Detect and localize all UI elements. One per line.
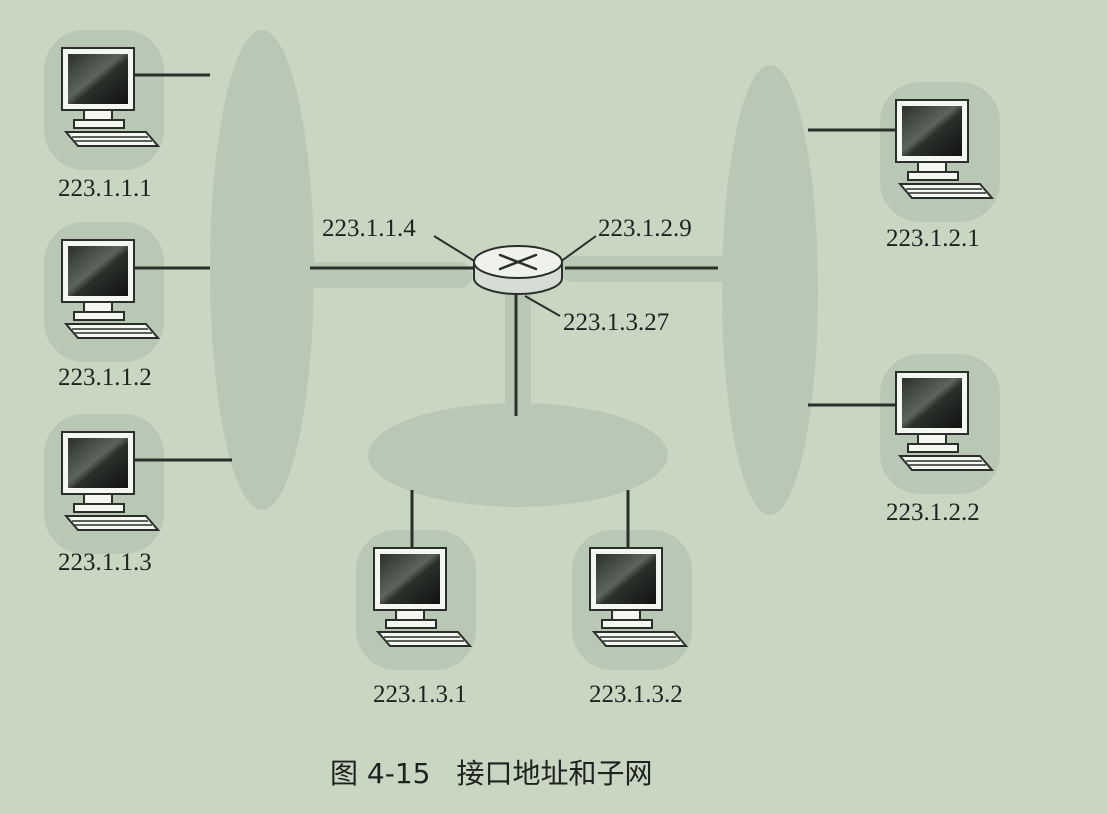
host-label-6: 223.1.3.1 [373, 681, 467, 708]
router-interface-label-2: 223.1.2.9 [598, 215, 692, 242]
figure-caption: 图 4-15 接口地址和子网 [330, 752, 678, 792]
router-interface-label-1: 223.1.1.4 [322, 215, 416, 242]
host-label-3: 223.1.1.3 [58, 549, 152, 576]
subnet-3-region [368, 280, 668, 507]
host-label-1: 223.1.1.1 [58, 175, 152, 202]
host-label-5: 223.1.2.2 [886, 499, 980, 526]
leader-if1 [433, 235, 477, 263]
links [130, 73, 895, 560]
host-label-7: 223.1.3.2 [589, 681, 683, 708]
caption-number: 图 4-15 [330, 757, 431, 790]
host-label-2: 223.1.1.2 [58, 364, 152, 391]
host-label-4: 223.1.2.1 [886, 225, 980, 252]
leader-if2 [559, 235, 597, 263]
router-interface-label-3: 223.1.3.27 [563, 309, 670, 336]
router-icon [473, 245, 563, 295]
caption-title: 接口地址和子网 [456, 757, 653, 790]
leader-if3 [524, 295, 561, 317]
